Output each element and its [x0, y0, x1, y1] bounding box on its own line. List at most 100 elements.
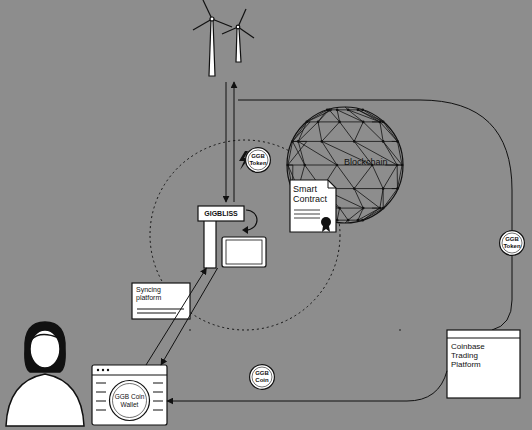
shape-part: [320, 187, 323, 190]
shape-part: [132, 283, 190, 319]
contract-document: Smart Contract: [290, 180, 336, 232]
shape-part: [401, 164, 404, 167]
shape-part: [345, 220, 348, 223]
token-flow-line: [238, 100, 512, 330]
shape-part: [297, 187, 300, 190]
shape-part: [380, 122, 398, 142]
device-box: GIGBLISS: [198, 206, 268, 268]
shape-part: [307, 208, 329, 220]
shape-part: [361, 219, 364, 222]
shape-part: [326, 219, 329, 222]
shape-part: [306, 189, 307, 209]
token-arrow: [234, 82, 235, 202]
shape-part: [348, 220, 358, 221]
shape-part: [204, 220, 216, 268]
shape-part: [337, 220, 348, 221]
cycle-arrow-head: [242, 226, 248, 234]
shape-part: [383, 141, 397, 142]
shape-part: [354, 141, 383, 142]
shape-part: [327, 220, 332, 221]
shape-part: [348, 109, 358, 110]
shape-part: [363, 208, 383, 220]
shape-part: [307, 208, 318, 209]
shape-part: [337, 110, 363, 122]
shape-part: [357, 109, 360, 112]
shape-part: [329, 220, 337, 221]
shape-part: [322, 188, 354, 189]
shape-part: [291, 140, 294, 143]
shape-part: [397, 165, 402, 189]
connector-arrow: [161, 268, 218, 365]
shape-part: [322, 189, 340, 209]
window-dot: [107, 369, 109, 371]
shape-part: [318, 110, 329, 122]
shape-part: [383, 189, 397, 209]
shape-part: [298, 188, 322, 189]
shape-part: [336, 219, 339, 222]
shape-part: [305, 165, 337, 166]
dot: [189, 329, 191, 331]
connector-arrow: [146, 268, 206, 365]
shape-part: [317, 121, 320, 124]
shape-part: [327, 220, 329, 221]
person-icon: [6, 322, 84, 426]
shape-part: [303, 164, 306, 167]
shape-part: [354, 188, 383, 189]
shape-part: [337, 165, 354, 189]
shape-part: [307, 208, 310, 209]
shape-part: [363, 122, 383, 142]
shape-part: [298, 189, 318, 209]
shape-part: [290, 180, 336, 232]
node-label: Syncing platform: [136, 286, 188, 301]
shape-part: [318, 208, 337, 220]
shape-part: [336, 109, 339, 112]
shape-part: [298, 165, 304, 189]
node-label: GIGBLISS: [199, 207, 243, 220]
shape-part: [137, 309, 184, 310]
shape-part: [96, 383, 106, 384]
node-label: GGB Coin: [251, 366, 273, 388]
shape-part: [293, 188, 299, 189]
shape-part: [345, 107, 348, 110]
shape-part: [372, 208, 383, 209]
shape-part: [318, 208, 329, 220]
shape-part: [322, 189, 363, 209]
shape-part: [307, 110, 332, 122]
shape-part: [293, 189, 319, 209]
seal-ribbon: [322, 226, 330, 232]
shape-part: [298, 141, 322, 142]
token-circle: GGB Token: [499, 230, 525, 256]
shape-part: [153, 383, 163, 384]
network-mesh: [287, 109, 404, 222]
shape-part: [354, 165, 372, 189]
shape-part: [222, 237, 266, 267]
shape-part: [318, 208, 340, 209]
shape-part: [385, 165, 402, 166]
connector-arrow: [167, 371, 447, 401]
shape-part: [337, 208, 339, 220]
shape-part: [383, 188, 397, 189]
shape-part: [348, 110, 380, 122]
shape-part: [322, 122, 340, 142]
shape-part: [298, 189, 339, 209]
shape-part: [380, 189, 383, 209]
shape-part: [294, 218, 320, 219]
shape-part: [340, 121, 364, 122]
shape-part: [96, 401, 106, 402]
shape-part: [92, 365, 167, 425]
shape-part: [397, 165, 398, 189]
shape-part: [287, 164, 290, 167]
shape-part: [338, 207, 341, 210]
shape-part: [318, 122, 322, 142]
node-label: Coinbase Trading Platform: [451, 343, 501, 369]
shape-part: [226, 240, 262, 264]
shape-part: [298, 122, 318, 142]
shape-part: [294, 214, 320, 215]
shape-part: [288, 165, 298, 189]
shape-part: [246, 148, 271, 173]
shape-part: [396, 140, 399, 143]
energy-arrow: [226, 82, 227, 202]
token-circle: GGB Token: [245, 147, 271, 173]
node-label: GGB Coin Wallet: [110, 381, 149, 420]
shape-part: [329, 110, 339, 122]
